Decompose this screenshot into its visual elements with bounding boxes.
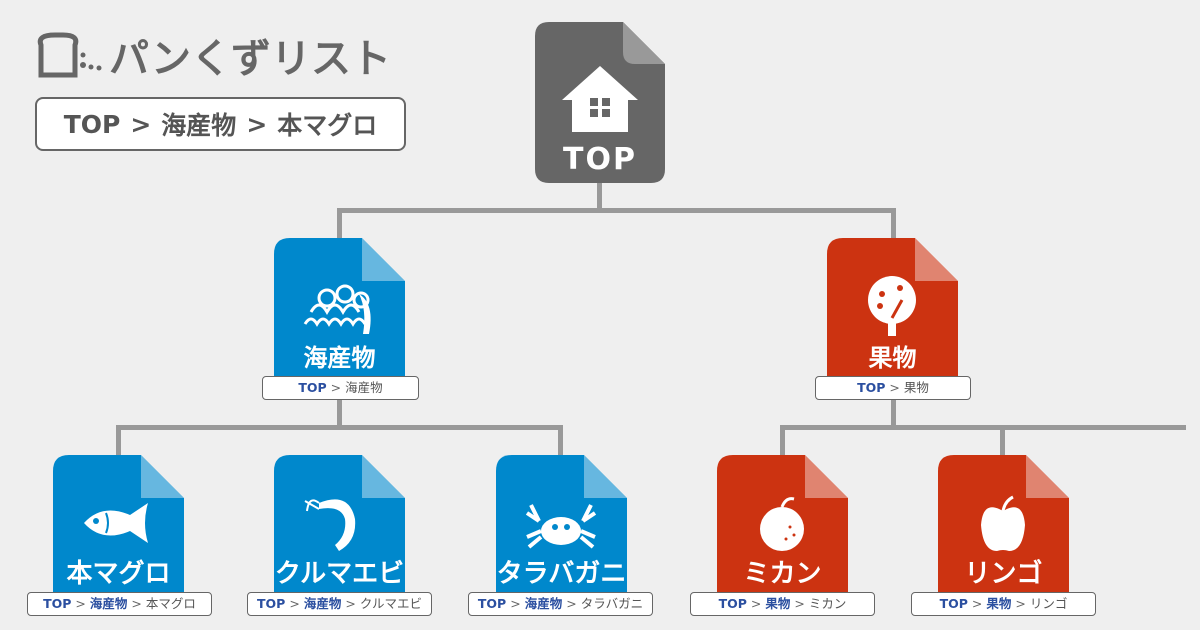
connector: [116, 425, 121, 457]
separator: >: [794, 596, 805, 611]
crumb-current: 本マグロ: [145, 596, 196, 611]
breadcrumb-mikan: TOP>果物>ミカン: [690, 592, 875, 616]
crumb-tuna: 本マグロ: [277, 111, 378, 140]
separator: >: [289, 596, 300, 611]
node-apple[interactable]: リンゴ: [938, 455, 1069, 615]
connector: [558, 425, 563, 457]
connector: [780, 425, 785, 457]
crumb-link[interactable]: TOP: [43, 596, 72, 611]
breadcrumb-seafood: TOP>海産物: [262, 376, 419, 400]
breadcrumb-shrimp: TOP>海産物>クルマエビ: [247, 592, 432, 616]
separator: >: [750, 596, 762, 611]
crumb-link[interactable]: TOP: [857, 380, 886, 395]
separator: >: [330, 380, 342, 395]
separator: >: [75, 596, 86, 611]
node-fruit[interactable]: 果物: [827, 238, 958, 398]
separator: >: [566, 596, 577, 611]
connector: [337, 398, 342, 428]
crumb-current: クルマエビ: [359, 596, 422, 611]
crumb-link[interactable]: TOP: [718, 596, 747, 611]
connector: [337, 208, 342, 240]
node-seafood[interactable]: 海産物: [274, 238, 405, 398]
example-breadcrumb: TOP > 海産物 > 本マグロ: [35, 97, 406, 151]
breadcrumb-fruit: TOP>果物: [815, 376, 971, 400]
crumb-current: リンゴ: [1029, 596, 1068, 611]
connector: [337, 208, 896, 213]
connector: [597, 180, 602, 212]
node-title: 海産物: [303, 344, 376, 372]
connector: [116, 425, 563, 430]
crumb-link[interactable]: 海産物: [303, 596, 342, 611]
crumb-seafood[interactable]: 海産物: [161, 111, 237, 140]
wave-icon: [303, 284, 371, 334]
crumb-link[interactable]: 海産物: [89, 596, 128, 611]
crumb-link[interactable]: TOP: [298, 380, 327, 395]
breadcrumb-tuna: TOP>海産物>本マグロ: [27, 592, 212, 616]
separator: >: [345, 596, 356, 611]
node-crab[interactable]: タラバガニ: [496, 455, 627, 615]
crumb-link[interactable]: TOP: [257, 596, 286, 611]
node-tuna[interactable]: 本マグロ: [53, 455, 184, 615]
separator: >: [510, 596, 521, 611]
node-shrimp[interactable]: クルマエビ: [274, 455, 405, 615]
orange-icon: [760, 497, 804, 551]
crumb-current: 海産物: [345, 380, 383, 395]
separator: >: [130, 109, 152, 139]
crumb-current: タラバガニ: [580, 596, 644, 611]
crumb-link[interactable]: TOP: [477, 596, 507, 611]
node-title: 果物: [868, 344, 917, 372]
separator: >: [971, 596, 983, 611]
crumb-current: 果物: [903, 380, 929, 395]
node-title: タラバガニ: [496, 559, 627, 589]
crumb-link[interactable]: 海産物: [524, 596, 563, 611]
node-title: ミカン: [743, 559, 822, 589]
separator: >: [131, 596, 142, 611]
logo-text: パンくずリスト: [109, 36, 391, 82]
separator: >: [246, 109, 268, 139]
separator: >: [889, 380, 900, 395]
breadcrumb-crab: TOP>海産物>タラバガニ: [468, 592, 653, 616]
separator: >: [1015, 596, 1026, 611]
connector: [1000, 425, 1005, 457]
crab-icon: [525, 504, 597, 549]
tree-icon: [868, 276, 916, 336]
apple-icon: [981, 495, 1025, 551]
node-mikan[interactable]: ミカン: [717, 455, 848, 615]
crumb-top[interactable]: TOP: [63, 109, 121, 139]
shrimp-icon: [304, 499, 356, 551]
logo: パンくずリスト: [35, 30, 391, 82]
bread-icon: [37, 32, 102, 78]
crumb-link[interactable]: 果物: [765, 596, 791, 611]
node-top[interactable]: TOP: [535, 22, 665, 183]
node-title: リンゴ: [964, 559, 1043, 589]
node-title: クルマエビ: [274, 559, 405, 589]
connector: [780, 425, 1186, 430]
fish-icon: [84, 503, 148, 543]
house-icon: [562, 66, 638, 132]
connector: [891, 208, 896, 240]
crumb-link[interactable]: 果物: [986, 596, 1012, 611]
connector: [891, 398, 896, 428]
breadcrumb-apple: TOP>果物>リンゴ: [911, 592, 1096, 616]
node-title: TOP: [563, 142, 637, 177]
crumb-current: ミカン: [808, 596, 847, 611]
node-title: 本マグロ: [66, 559, 171, 589]
crumb-link[interactable]: TOP: [939, 596, 968, 611]
